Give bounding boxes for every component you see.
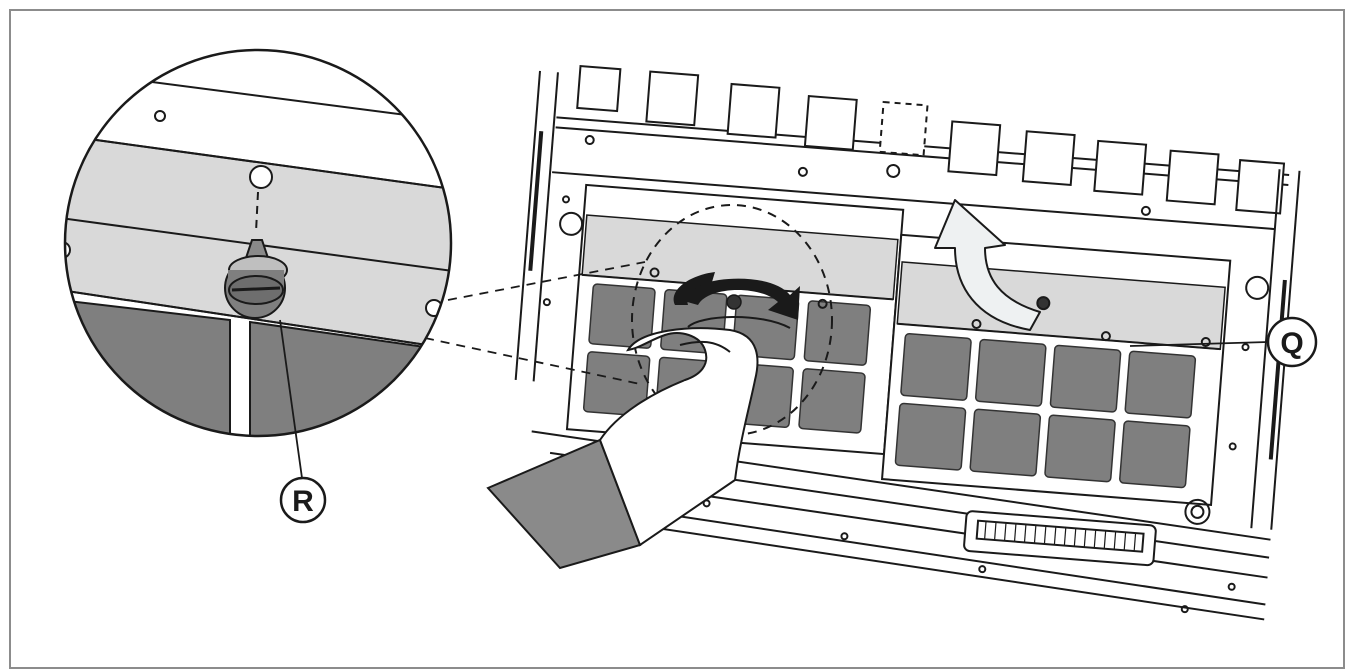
callout-q-label: Q: [1280, 327, 1303, 360]
curved-up-arrow: [934, 199, 1041, 331]
counter-clockwise-rotate-arrow: [673, 272, 800, 320]
zoom-leader-lines: [424, 261, 646, 385]
hand-illustration: [486, 316, 791, 570]
callout-q: Q: [1129, 316, 1318, 368]
callout-r-label: R: [292, 485, 314, 518]
zoom-detail-circle: [63, 48, 453, 438]
filter-cassette-right: [880, 233, 1232, 506]
callout-r: R: [279, 319, 327, 524]
top-bracket: [555, 65, 1290, 216]
